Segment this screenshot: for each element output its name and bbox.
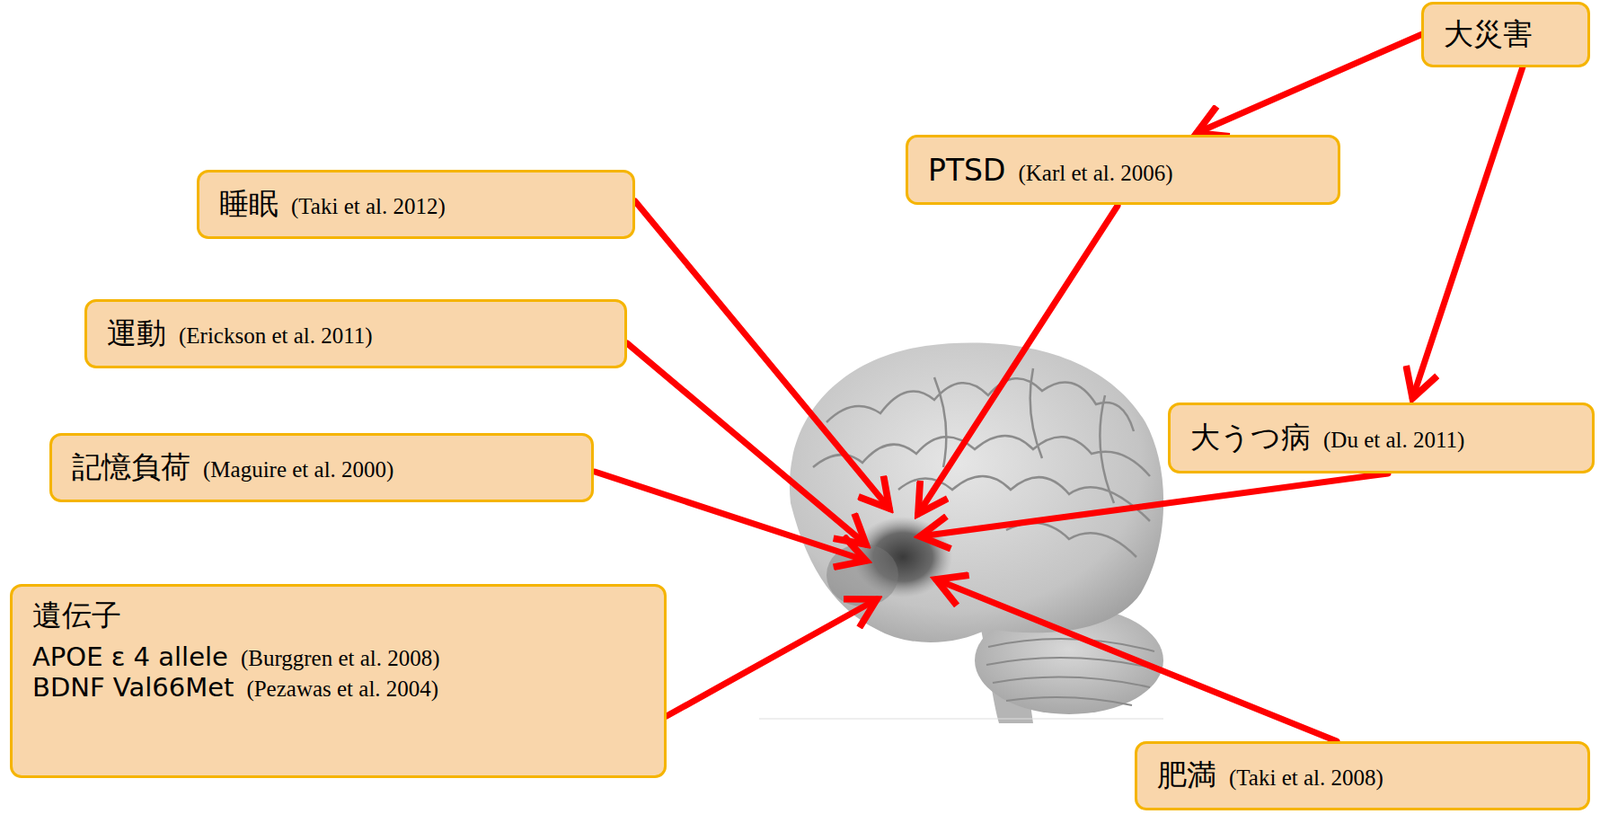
gene-name: BDNF Val66Met <box>32 671 234 703</box>
box-row: 大うつ病 (Du et al. 2011) <box>1190 417 1465 459</box>
box-row: 肥満 (Taki et al. 2008) <box>1157 755 1384 796</box>
brain-drawing <box>789 343 1164 724</box>
citation: (Taki et al. 2008) <box>1228 765 1384 791</box>
factor-box: 運動 (Erickson et al. 2011) <box>84 299 628 369</box>
citation: (Maguire et al. 2000) <box>203 457 394 483</box>
factor-name: 大うつ病 <box>1190 417 1311 459</box>
factor-name: 記憶負荷 <box>71 447 191 488</box>
leader-arrow <box>594 471 867 561</box>
box-row: 運動 (Erickson et al. 2011) <box>106 313 373 354</box>
factor-name: 睡眠 <box>219 184 279 225</box>
gene-row: APOE ε 4 allele (Burggren et al. 2008) <box>32 641 645 672</box>
leader-arrow <box>666 599 877 717</box>
factor-name: 遺伝子 <box>32 595 645 637</box>
baseline-line <box>759 718 1164 720</box>
box-row: PTSD (Karl et al. 2006) <box>928 152 1174 188</box>
citation: (Burggren et al. 2008) <box>240 645 441 672</box>
leader-arrow <box>918 205 1118 514</box>
cause-arrow <box>1412 67 1522 398</box>
citation: (Du et al. 2011) <box>1323 427 1465 453</box>
citation: (Taki et al. 2012) <box>291 194 446 220</box>
cause-arrow <box>1196 35 1422 133</box>
box-row: 睡眠 (Taki et al. 2012) <box>219 184 446 225</box>
gene-row: BDNF Val66Met (Pezawas et al. 2004) <box>32 671 645 703</box>
citation: (Pezawas et al. 2004) <box>246 676 439 702</box>
factor-box: 大うつ病 (Du et al. 2011) <box>1167 402 1595 474</box>
citation: (Erickson et al. 2011) <box>178 323 373 349</box>
factor-name: 大災害 <box>1443 14 1533 55</box>
leader-arrow <box>936 579 1337 742</box>
factor-name: PTSD <box>928 152 1006 188</box>
box-row: 記憶負荷 (Maguire et al. 2000) <box>71 447 394 488</box>
factor-box: 睡眠 (Taki et al. 2012) <box>196 169 636 239</box>
leader-arrow <box>635 201 890 509</box>
box-row: 大災害 <box>1443 14 1533 55</box>
factor-box: PTSD (Karl et al. 2006) <box>905 134 1341 205</box>
leader-arrow <box>627 343 867 545</box>
leader-arrow <box>919 473 1388 537</box>
cerebellum-folds <box>986 638 1159 706</box>
factor-box: 肥満 (Taki et al. 2008) <box>1134 741 1591 811</box>
gene-name: APOE ε 4 allele <box>32 641 229 672</box>
factor-name: 運動 <box>106 313 167 354</box>
factor-box: 遺伝子 APOE ε 4 allele (Burggren et al. 2008)… <box>9 583 667 778</box>
factor-box: 記憶負荷 (Maguire et al. 2000) <box>49 433 594 503</box>
factor-name: 肥満 <box>1157 755 1217 796</box>
factor-box: 大災害 <box>1421 1 1591 68</box>
citation: (Karl et al. 2006) <box>1017 160 1173 186</box>
